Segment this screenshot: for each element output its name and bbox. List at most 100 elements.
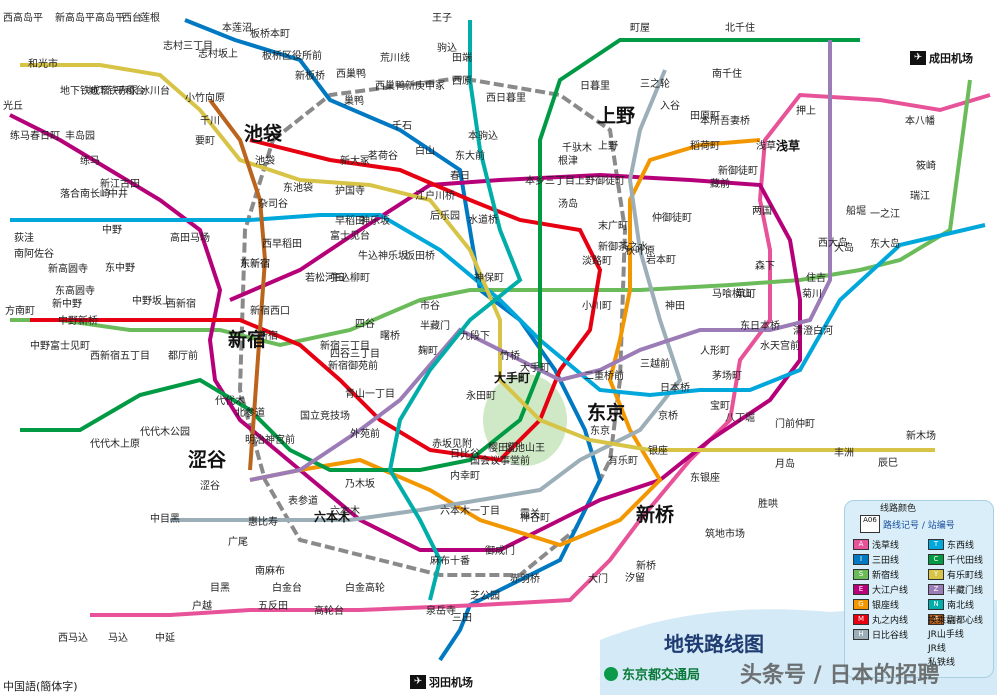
station-label[interactable]: 巢鸭: [344, 94, 364, 107]
station-label[interactable]: 东高圆寺: [55, 284, 95, 297]
station-label[interactable]: 青山一丁目: [345, 387, 395, 400]
station-label[interactable]: 地下铁成增: [60, 84, 110, 97]
station-label[interactable]: 茅场町: [712, 369, 742, 382]
station-label[interactable]: 本乡三丁目: [525, 174, 575, 187]
station-label[interactable]: 乃木坂: [345, 478, 375, 490]
station-label[interactable]: 上野御徒町: [575, 174, 625, 187]
station-label[interactable]: 新宿三丁目: [320, 339, 370, 352]
station-label[interactable]: 春日: [450, 170, 470, 182]
station-label[interactable]: 町屋: [630, 22, 650, 34]
station-label[interactable]: 四谷: [355, 318, 375, 330]
station-label[interactable]: 丰岛园: [65, 129, 95, 142]
station-label[interactable]: 神谷町: [520, 511, 550, 524]
station-label[interactable]: 小川町: [582, 300, 612, 312]
station-label[interactable]: 新高圆寺: [48, 262, 88, 275]
station-label[interactable]: 东银座: [690, 471, 720, 484]
station-label[interactable]: 森下: [755, 259, 775, 272]
station-label[interactable]: 地下铁赤冢: [88, 84, 138, 97]
station-label[interactable]: 西日暮里: [486, 91, 526, 104]
station-label[interactable]: 中井: [108, 187, 128, 200]
station-label[interactable]: 新御徒町: [718, 164, 758, 177]
station-label[interactable]: 船堀: [846, 204, 866, 217]
station-label[interactable]: 本莲沼: [222, 21, 252, 34]
station-label[interactable]: 汐留: [625, 571, 645, 584]
station-label[interactable]: 国立竞技场: [300, 409, 350, 422]
station-label[interactable]: 白金高轮: [345, 581, 385, 594]
station-label[interactable]: 神保町: [474, 271, 504, 284]
station-label[interactable]: 曙桥: [380, 330, 400, 342]
station-label[interactable]: 户越: [192, 599, 212, 612]
station-label[interactable]: 银座: [648, 444, 668, 457]
station-label[interactable]: 麹町: [418, 344, 438, 357]
station-label[interactable]: 新中野: [52, 297, 82, 310]
station-label[interactable]: 杂司谷: [258, 198, 288, 210]
station-label[interactable]: 新高岛平: [55, 11, 95, 24]
station-label[interactable]: 水道桥: [468, 213, 498, 226]
station-label[interactable]: 新江古田: [100, 177, 140, 190]
station-label[interactable]: 志村三丁目: [163, 39, 213, 52]
station-label[interactable]: 高岛平: [95, 11, 125, 24]
station-label[interactable]: 菊川: [802, 288, 822, 300]
station-label[interactable]: 东大岛: [870, 237, 900, 250]
station-label[interactable]: 方南町: [5, 304, 35, 317]
station-label[interactable]: 牛込柳町: [330, 271, 370, 284]
station-label[interactable]: 赤羽桥: [510, 573, 540, 585]
station-label[interactable]: 惠比寿: [248, 515, 278, 528]
station-label[interactable]: 南麻布: [255, 564, 285, 577]
station-label[interactable]: 住吉: [806, 271, 826, 284]
station-label[interactable]: 秋叶原: [625, 244, 655, 257]
station-label[interactable]: 御成门: [485, 544, 515, 557]
station-label[interactable]: 早稻田: [335, 215, 365, 227]
station-label[interactable]: 东日本桥: [740, 319, 780, 332]
station-label[interactable]: 水天宫前: [760, 339, 800, 352]
station-label[interactable]: 中目黑: [150, 512, 180, 525]
station-label[interactable]: 内幸町: [450, 469, 480, 482]
station-label[interactable]: 日本桥: [660, 381, 690, 394]
station-label[interactable]: 八丁堀: [725, 412, 755, 424]
station-label[interactable]: 末广町: [598, 219, 628, 232]
station-label[interactable]: 西早稻田: [262, 238, 302, 250]
station-label[interactable]: 岩本町: [646, 253, 676, 266]
station-label[interactable]: 滨町: [736, 287, 756, 300]
station-label[interactable]: 驹込: [437, 41, 457, 54]
station-label[interactable]: 筱崎: [916, 159, 936, 172]
station-label[interactable]: 稻荷町: [690, 140, 720, 152]
station-label[interactable]: 涩谷: [200, 480, 220, 492]
station-label[interactable]: 芝公园: [470, 589, 500, 602]
station-label[interactable]: 三越前: [640, 357, 670, 370]
station-label[interactable]: 代代木: [215, 395, 245, 407]
station-label[interactable]: 外苑前: [350, 427, 380, 440]
station-label[interactable]: 三之轮: [640, 77, 670, 90]
station-label[interactable]: 东新宿: [240, 257, 270, 270]
station-label[interactable]: 神田: [665, 299, 685, 312]
station-label[interactable]: 新木场: [906, 429, 936, 442]
station-label[interactable]: 溜池山王: [505, 441, 545, 454]
station-label[interactable]: 藏前: [710, 177, 730, 190]
station-label[interactable]: 一之江: [870, 207, 900, 220]
station-label[interactable]: 广尾: [228, 536, 248, 548]
station-label[interactable]: 辰巳: [878, 457, 898, 469]
station-label[interactable]: 瑞江: [910, 190, 930, 202]
station-label[interactable]: 护国寺: [335, 184, 365, 197]
station-label[interactable]: 田原町: [690, 110, 720, 122]
station-label[interactable]: 本驹込: [468, 129, 498, 142]
station-label[interactable]: 板桥本町: [250, 27, 290, 40]
station-label[interactable]: 东大前: [455, 149, 485, 162]
station-label[interactable]: 中延: [155, 631, 175, 644]
station-label[interactable]: 后乐园: [430, 210, 460, 222]
station-label[interactable]: 京桥: [658, 409, 678, 422]
station-label[interactable]: 西巢鸭新庚申冢: [375, 79, 445, 92]
station-label[interactable]: 南阿佐谷: [14, 247, 54, 260]
station-label[interactable]: 大手町: [520, 361, 550, 374]
station-label[interactable]: 筑地市场: [705, 527, 745, 540]
station-label[interactable]: 中野: [102, 223, 122, 236]
station-label[interactable]: 西大岛: [818, 236, 848, 249]
station-label[interactable]: 有乐町: [608, 454, 638, 467]
station-label[interactable]: 胜哄: [758, 498, 778, 510]
station-label[interactable]: 泉岳寺: [426, 604, 456, 617]
station-label[interactable]: 高田马场: [170, 231, 210, 244]
station-label[interactable]: 冰川台: [140, 84, 170, 97]
station-label[interactable]: 练马春日町: [10, 129, 60, 142]
station-label[interactable]: 霞关: [520, 507, 540, 520]
station-label[interactable]: 永田町: [466, 389, 496, 402]
